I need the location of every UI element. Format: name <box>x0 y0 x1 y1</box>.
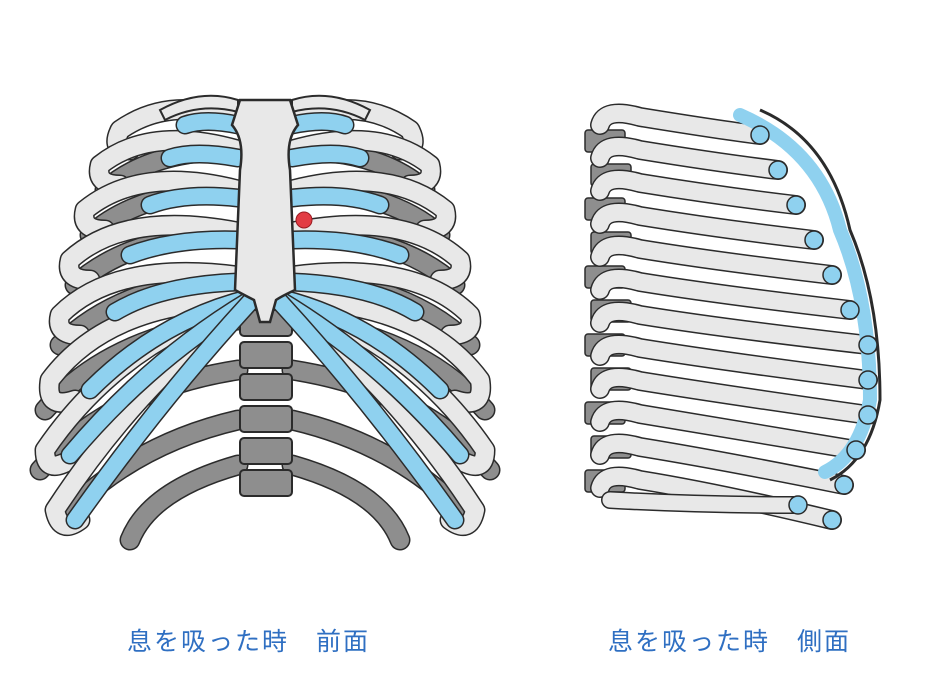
rib-left-3 <box>75 172 247 239</box>
back-rib-8 <box>121 456 247 549</box>
rib-left-5 <box>50 263 247 344</box>
side-rib-6 <box>591 269 859 319</box>
rib-left-6 <box>40 291 259 412</box>
costal-cartilage-3 <box>162 146 246 166</box>
vertebra-5 <box>239 437 293 465</box>
side-rib-4 <box>591 203 823 249</box>
costal-cartilage-4 <box>284 146 368 166</box>
side-rib-8 <box>591 335 877 389</box>
ribcage-side-view <box>584 103 882 530</box>
side-rib-tip-3 <box>786 195 806 215</box>
side-rib-tip-7 <box>858 335 878 355</box>
vertebra-6 <box>239 469 293 497</box>
side-sternum-edge <box>759 108 882 482</box>
rib-right-3 <box>283 172 455 239</box>
costal-cartilage-9 <box>107 274 246 320</box>
side-rib-tip-6 <box>840 300 860 320</box>
side-rib-11 <box>591 434 853 494</box>
side-rib-tip-4 <box>804 230 824 250</box>
costal-cartilage-8 <box>284 231 408 263</box>
back-rib-16 <box>283 456 409 549</box>
rib-right-2 <box>283 131 440 194</box>
side-rib-tip-1 <box>750 125 770 145</box>
caption-side-view: 息を吸った時 側面 <box>608 627 852 656</box>
costal-cartilage-10 <box>284 274 423 320</box>
side-costal-cartilage <box>733 108 878 479</box>
side-rib-7 <box>591 302 877 354</box>
vertebra-4 <box>239 405 293 433</box>
side-rib-tip-9 <box>858 405 878 425</box>
costal-cartilage-6 <box>284 188 388 213</box>
vertebra-2 <box>239 341 293 369</box>
rib-right-5 <box>283 263 480 344</box>
vertebra-3 <box>239 373 293 401</box>
costal-cartilage-15 <box>67 294 258 528</box>
side-rib-9 <box>591 368 877 424</box>
side-rib-tip-5 <box>822 265 842 285</box>
side-rib-3 <box>591 170 805 214</box>
side-rib-tip-2 <box>768 160 788 180</box>
rib-right-4 <box>283 216 470 289</box>
marker-dot <box>295 211 313 229</box>
side-floating-rib <box>602 492 803 513</box>
side-rib-5 <box>591 236 841 284</box>
rib-left-4 <box>60 216 247 289</box>
side-rib-tip-8 <box>858 370 878 390</box>
rib-right-6 <box>271 291 490 412</box>
rib-left-2 <box>90 131 247 194</box>
ribcage-front-view <box>29 94 501 551</box>
costal-cartilage-7 <box>122 231 246 263</box>
costal-cartilage-2 <box>284 113 353 133</box>
side-rib-1 <box>591 104 769 144</box>
side-rib-tip-11 <box>834 475 854 495</box>
sternum <box>230 98 300 324</box>
side-floating-rib-tip <box>788 495 808 515</box>
side-rib-10 <box>591 401 865 459</box>
costal-cartilage-16 <box>272 294 463 528</box>
side-rib-2 <box>591 137 787 179</box>
costal-cartilage-5 <box>142 188 246 213</box>
side-rib-tip-10 <box>846 440 866 460</box>
side-rib-tip-12 <box>822 510 842 530</box>
costal-cartilage-1 <box>177 113 246 133</box>
caption-front-view: 息を吸った時 前面 <box>127 627 371 656</box>
